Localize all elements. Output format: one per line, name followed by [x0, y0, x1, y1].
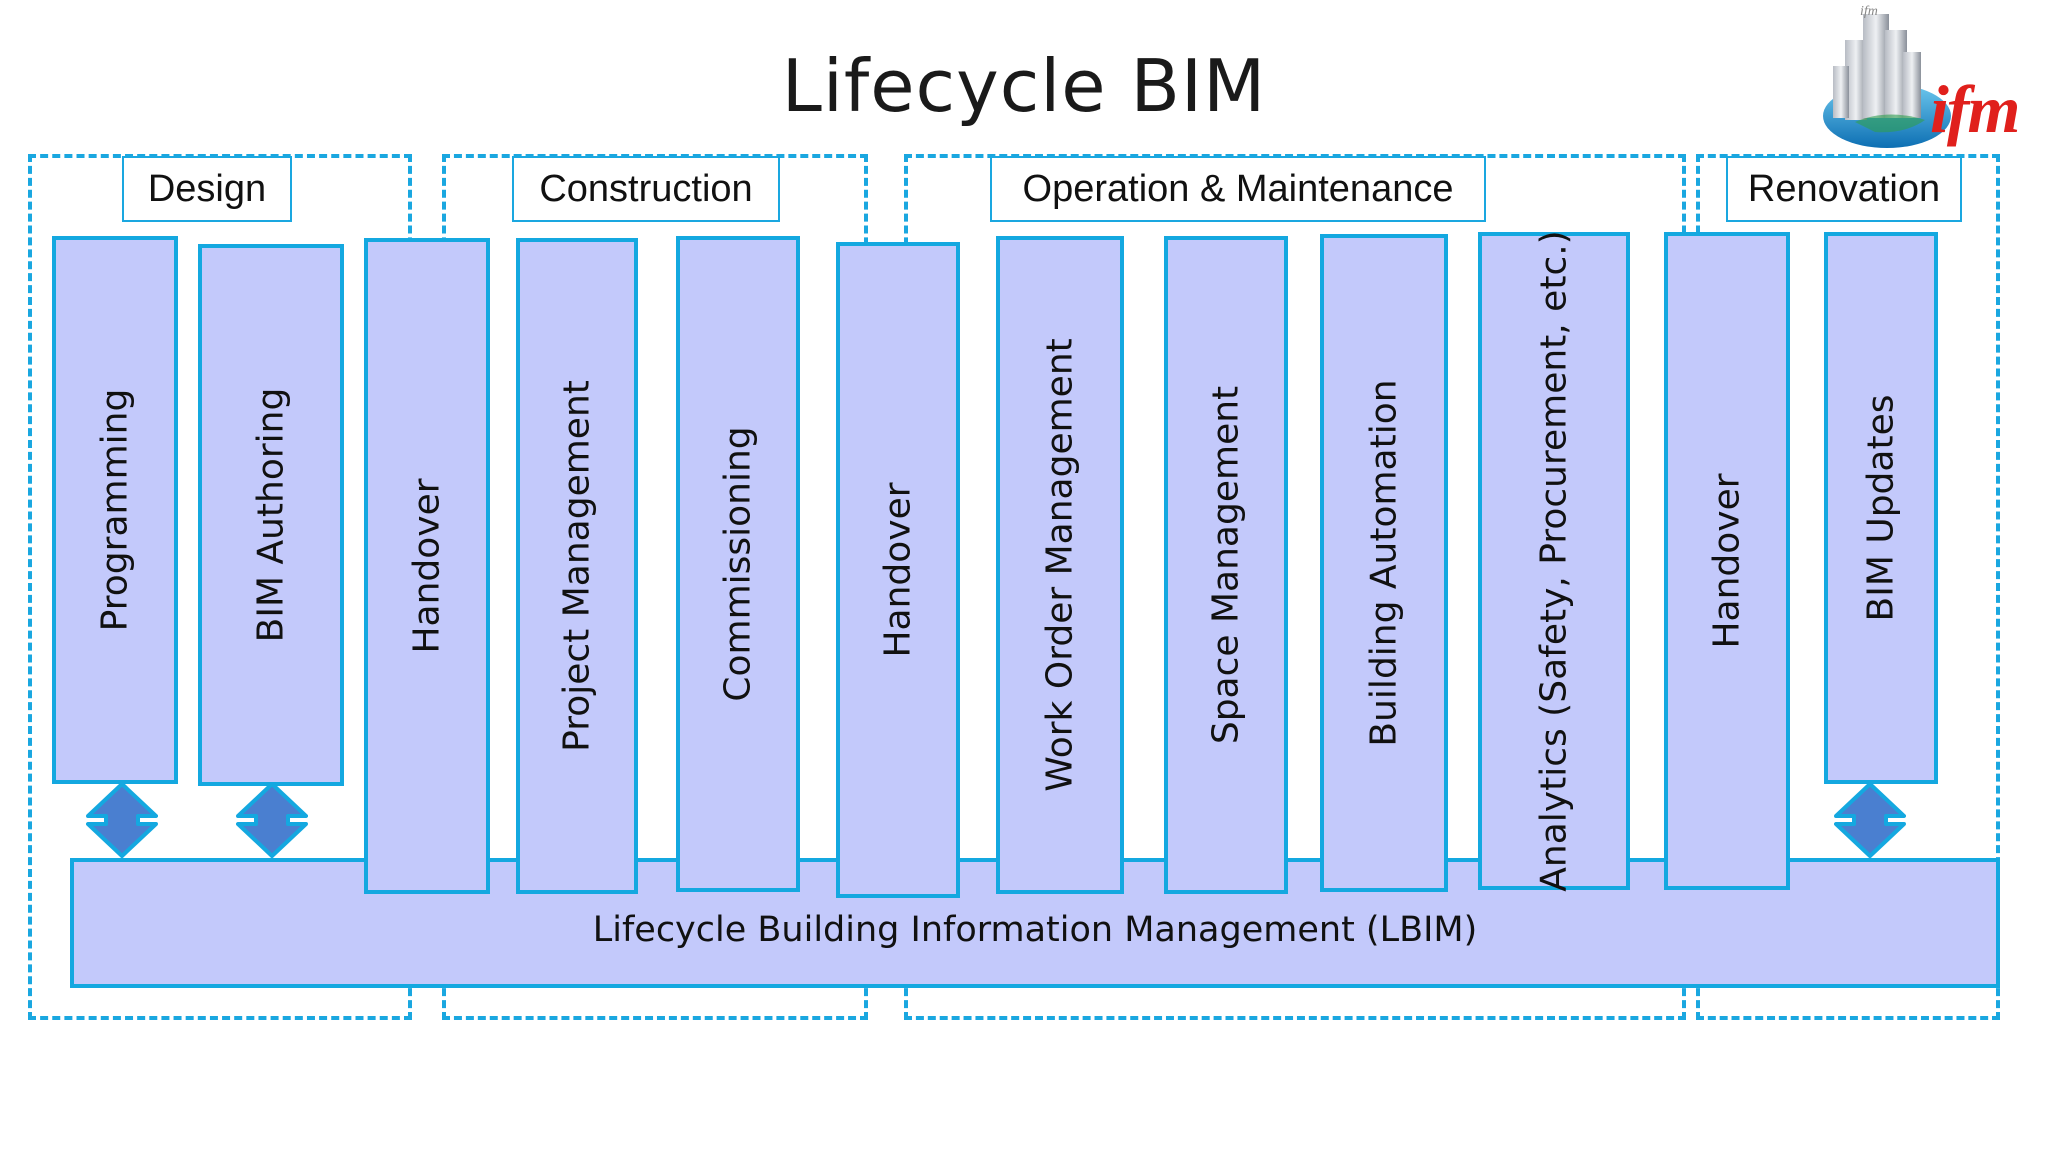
bar-building-automation-label: Building Automation	[1363, 379, 1405, 747]
phase-label-construction: Construction	[512, 156, 780, 222]
double-arrow-icon	[86, 782, 158, 858]
bar-handover-3: Handover	[1664, 232, 1790, 890]
bar-handover-1-label: Handover	[406, 478, 448, 654]
bar-handover-2: Handover	[836, 242, 960, 898]
logo-text: ifm	[1930, 71, 2020, 147]
bar-bim-authoring-label: BIM Authoring	[250, 387, 292, 643]
bar-handover-1: Handover	[364, 238, 490, 894]
bar-commissioning: Commissioning	[676, 236, 800, 892]
bar-handover-2-label: Handover	[877, 482, 919, 658]
slide-title: Lifecycle BIM	[781, 44, 1267, 128]
bar-commissioning-label: Commissioning	[717, 426, 759, 702]
bar-space-management: Space Management	[1164, 236, 1288, 894]
lbim-label: Lifecycle Building Information Managemen…	[592, 910, 1478, 950]
bar-programming-label: Programming	[94, 388, 136, 632]
bar-bim-updates-label: BIM Updates	[1860, 394, 1902, 622]
bar-handover-3-label: Handover	[1706, 473, 1748, 649]
bar-work-order-management: Work Order Management	[996, 236, 1124, 894]
bar-work-order-management-label: Work Order Management	[1039, 338, 1081, 792]
bar-analytics-label: Analytics (Safety, Procurement, etc.)	[1533, 230, 1575, 892]
ifm-logo-building-icon	[1823, 14, 1951, 148]
bar-project-management: Project Management	[516, 238, 638, 894]
phase-label-renovation: Renovation	[1726, 156, 1962, 222]
bar-bim-authoring: BIM Authoring	[198, 244, 344, 786]
phase-label-operation: Operation & Maintenance	[990, 156, 1486, 222]
logo-small-text: ifm	[1860, 4, 1878, 19]
phase-label-design: Design	[122, 156, 292, 222]
bar-building-automation: Building Automation	[1320, 234, 1448, 892]
bar-project-management-label: Project Management	[556, 380, 598, 752]
bar-bim-updates: BIM Updates	[1824, 232, 1938, 784]
bar-analytics: Analytics (Safety, Procurement, etc.)	[1478, 230, 1630, 892]
double-arrow-icon	[1834, 782, 1906, 858]
bar-space-management-label: Space Management	[1205, 385, 1247, 745]
double-arrow-icon	[236, 782, 308, 858]
bar-programming: Programming	[52, 236, 178, 784]
